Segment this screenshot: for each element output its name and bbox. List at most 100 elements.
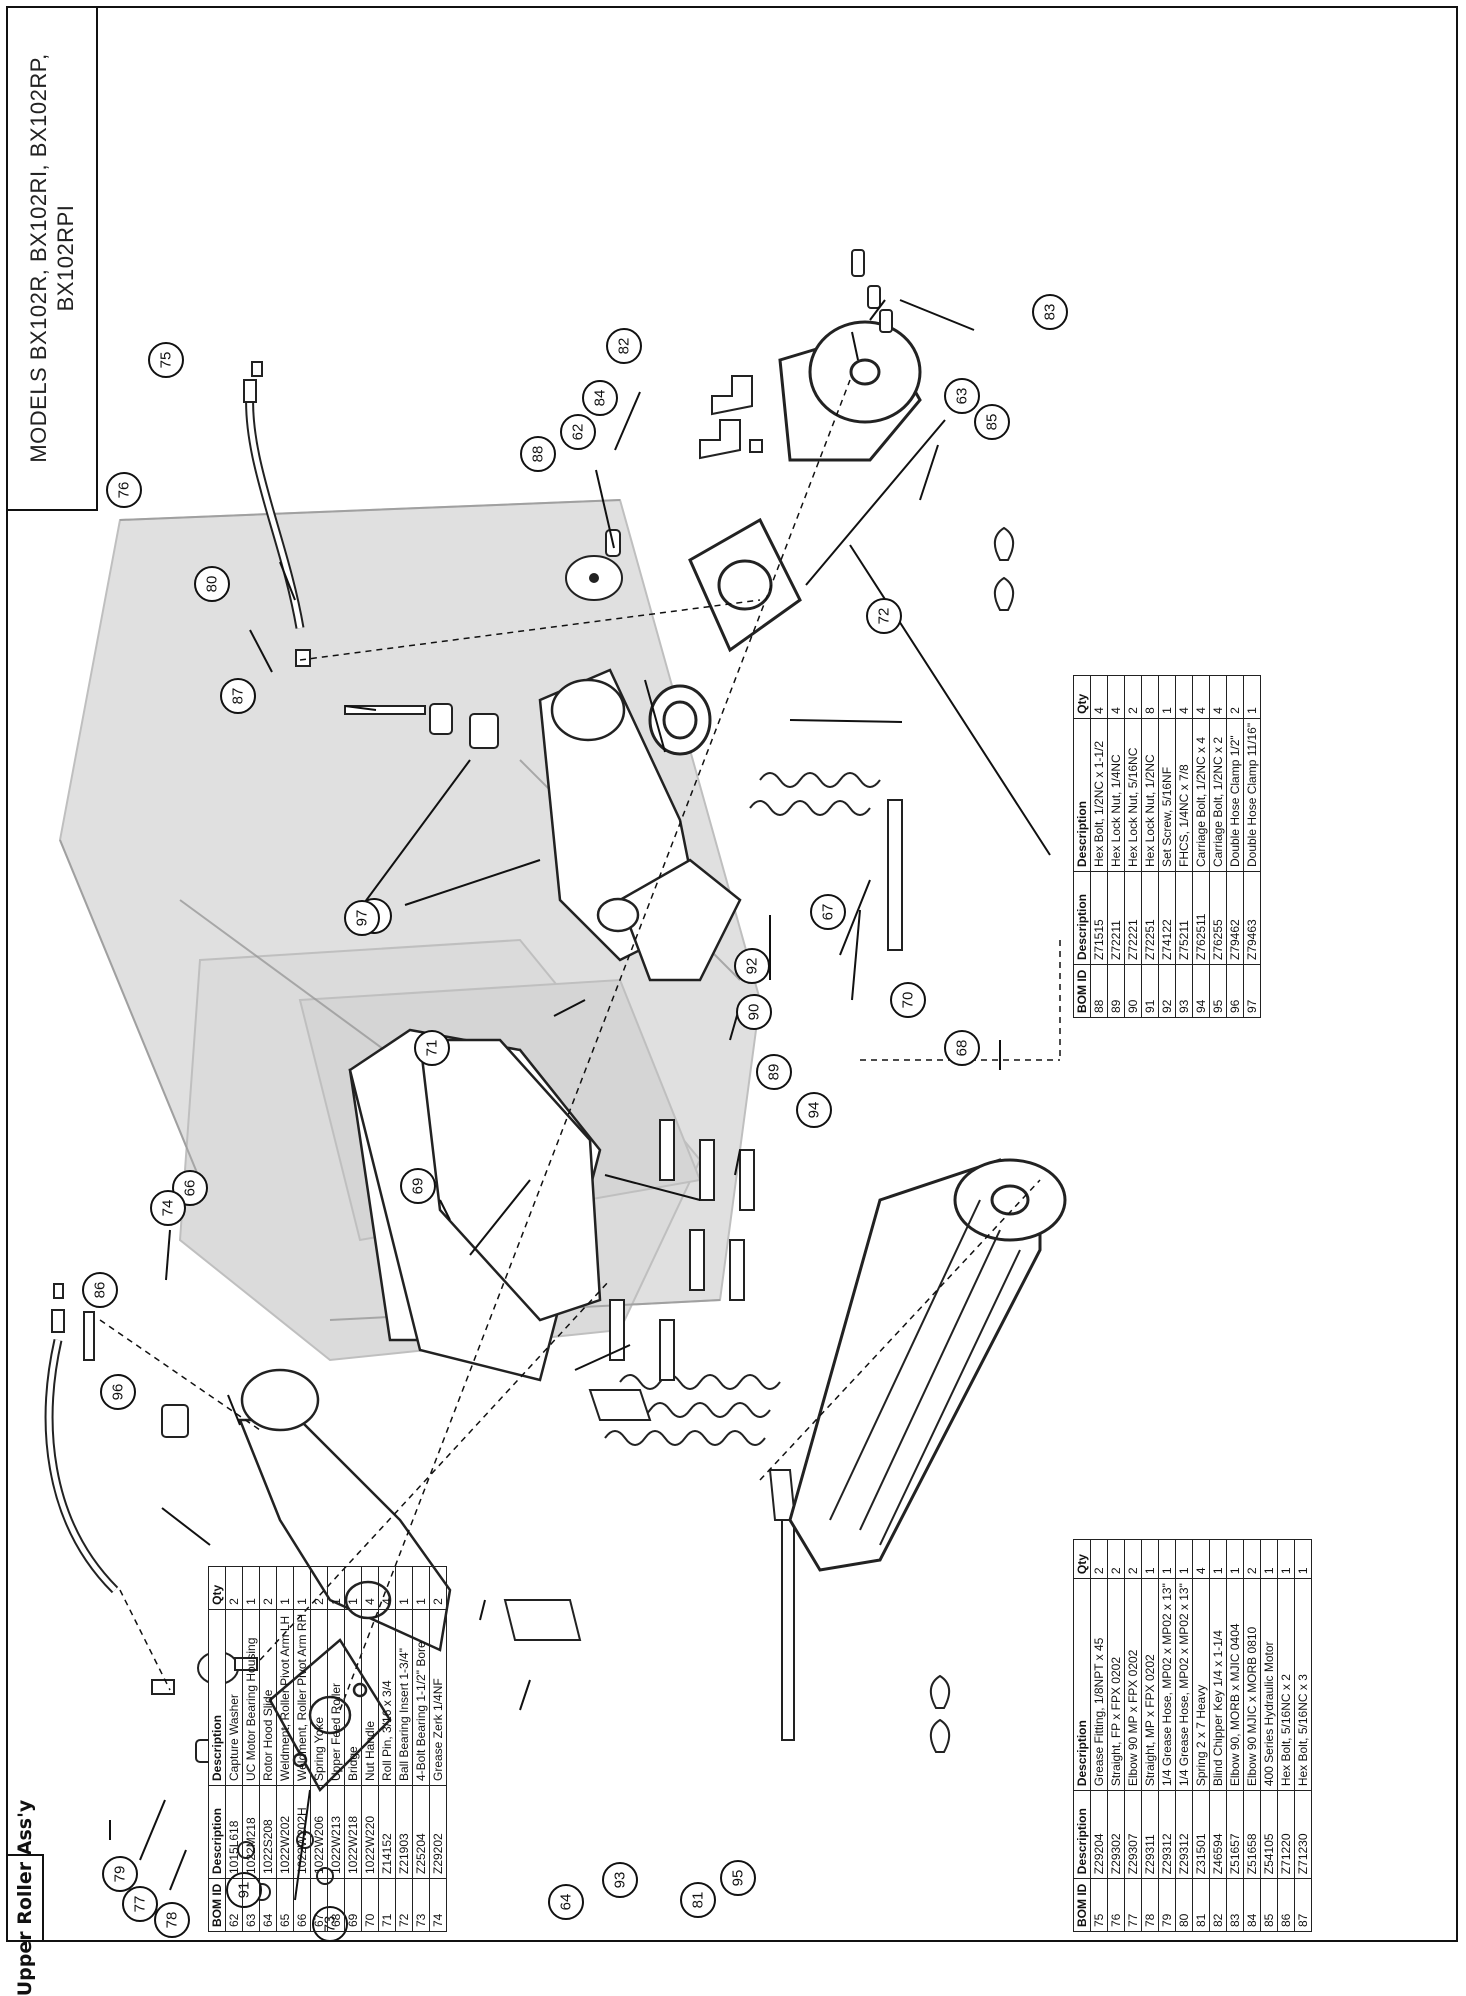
bom-header-code: Description [208,1785,226,1879]
callout-90: 90 [736,994,772,1030]
callout-circle [102,1856,138,1892]
bom-cell-desc: 1/4 Grease Hose, MP02 x MP02 x 13" [1158,1578,1176,1791]
hydraulic-motor [778,320,922,462]
callout-circle [548,1884,584,1920]
bom-cell-desc: Hex Bolt, 5/16NC x 3 [1294,1578,1312,1791]
bom-cell-desc: Double Hose Clamp 1/2" [1226,718,1244,872]
bom-cell-qty: 1 [344,1566,362,1610]
bom-cell-desc: Spring Yoke [310,1609,328,1786]
bom-cell-qty: 1 [1158,1539,1176,1579]
bom-cell-id: 90 [1124,964,1142,1018]
bom-cell-qty: 2 [1124,1539,1142,1579]
callout-77: 77 [122,1886,158,1922]
callout-number: 84 [592,390,609,407]
bom-cell-desc: UC Motor Bearing Housing [242,1609,260,1786]
callout-number: 81 [690,1892,707,1909]
models-line-2: BX102RPI [53,204,78,312]
callout-number: 78 [164,1912,181,1929]
bom-cell-code: Z51658 [1243,1790,1261,1879]
callout-number: 80 [204,576,221,593]
callout-96: 96 [100,1374,136,1410]
bom-cell-code: Z25204 [412,1785,430,1879]
bom-header-id: BOM ID [1073,1878,1091,1932]
bom-header-desc: Description [1073,718,1091,872]
callout-bubbles: 6263646566676869707172737475767778798081… [82,294,1068,1942]
callout-84: 84 [582,380,618,416]
bom-cell-qty: 1 [412,1566,430,1610]
callout-86: 86 [82,1272,118,1308]
callout-number: 82 [616,338,633,355]
callout-91: 91 [226,1872,262,1908]
bom-cell-code: Z54105 [1260,1790,1278,1879]
bom-cell-desc: Carriage Bolt, 1/2NC x 4 [1192,718,1210,872]
callout-72: 72 [866,598,902,634]
callout-67: 67 [810,894,846,930]
bom-cell-desc: 4-Bolt Bearing 1-1/2" Bore [412,1609,430,1786]
bom-cell-id: 80 [1175,1878,1193,1932]
bom-cell-qty: 8 [1141,675,1159,719]
bom-cell-qty: 1 [1243,675,1261,719]
bom-cell-code: 1022M218 [242,1785,260,1879]
bom-cell-id: 76 [1107,1878,1125,1932]
bom-cell-code: Z29307 [1124,1790,1142,1879]
callout-number: 79 [112,1866,129,1883]
bom-cell-id: 97 [1243,964,1261,1018]
bom-cell-desc: Grease Fitting, 1/8NPT x 45 [1090,1578,1108,1791]
bom-header-code: Description [1073,871,1091,965]
bom-cell-id: 85 [1260,1878,1278,1932]
bom-cell-qty: 2 [310,1566,328,1610]
callout-87: 87 [220,678,256,714]
bom-cell-id: 81 [1192,1878,1210,1932]
bom-cell-id: 64 [259,1878,277,1932]
bom-cell-qty: 4 [378,1566,396,1610]
callout-81: 81 [680,1882,716,1918]
bom-cell-desc: Spring 2 x 7 Heavy [1192,1578,1210,1791]
bom-cell-qty: 2 [225,1566,243,1610]
callout-circle [122,1886,158,1922]
bom-cell-desc: Hex Lock Nut, 1/4NC [1107,718,1125,872]
callout-circle [606,328,642,364]
callout-circle [106,472,142,508]
bom-cell-desc: Blind Chipper Key 1/4 x 1-1/4 [1209,1578,1227,1791]
callout-circle [796,1092,832,1128]
bom-cell-desc: Upper Feed Roller [327,1609,345,1786]
callout-circle [680,1882,716,1918]
bom-cell-id: 82 [1209,1878,1227,1932]
callout-circle [1032,294,1068,330]
rotor-hood-slides [503,1389,652,1641]
bom-cell-id: 77 [1124,1878,1142,1932]
bom-cell-code: 1022S208 [259,1785,277,1879]
callout-number: 85 [984,414,1001,431]
bom-header-code: Description [1073,1790,1091,1879]
bom-cell-qty: 4 [1192,675,1210,719]
callout-circle [602,1862,638,1898]
callout-number: 87 [230,688,247,705]
bom-cell-desc: Carriage Bolt, 1/2NC x 2 [1209,718,1227,872]
callout-number: 97 [354,910,371,927]
bom-cell-desc: Straight, FP x FPX 0202 [1107,1578,1125,1791]
bom-cell-code: Z51657 [1226,1790,1244,1879]
bom-cell-qty: 2 [1090,1539,1108,1579]
bom-cell-code: 1022W206 [310,1785,328,1879]
bom-cell-code: Z31501 [1192,1790,1210,1879]
callout-number: 73 [322,1916,339,1933]
bom-cell-code: 1022W202H [293,1785,311,1879]
bom-cell-code: Z29202 [429,1785,447,1879]
bom-cell-desc: Elbow 90 MJIC x MORB 0810 [1243,1578,1261,1791]
callout-63: 63 [944,378,980,414]
callout-circle [100,1374,136,1410]
bom-cell-qty: 1 [1209,1539,1227,1579]
bom-cell-qty: 1 [1260,1539,1278,1579]
bom-cell-code: Z72211 [1107,871,1125,965]
callout-number: 69 [410,1178,427,1195]
